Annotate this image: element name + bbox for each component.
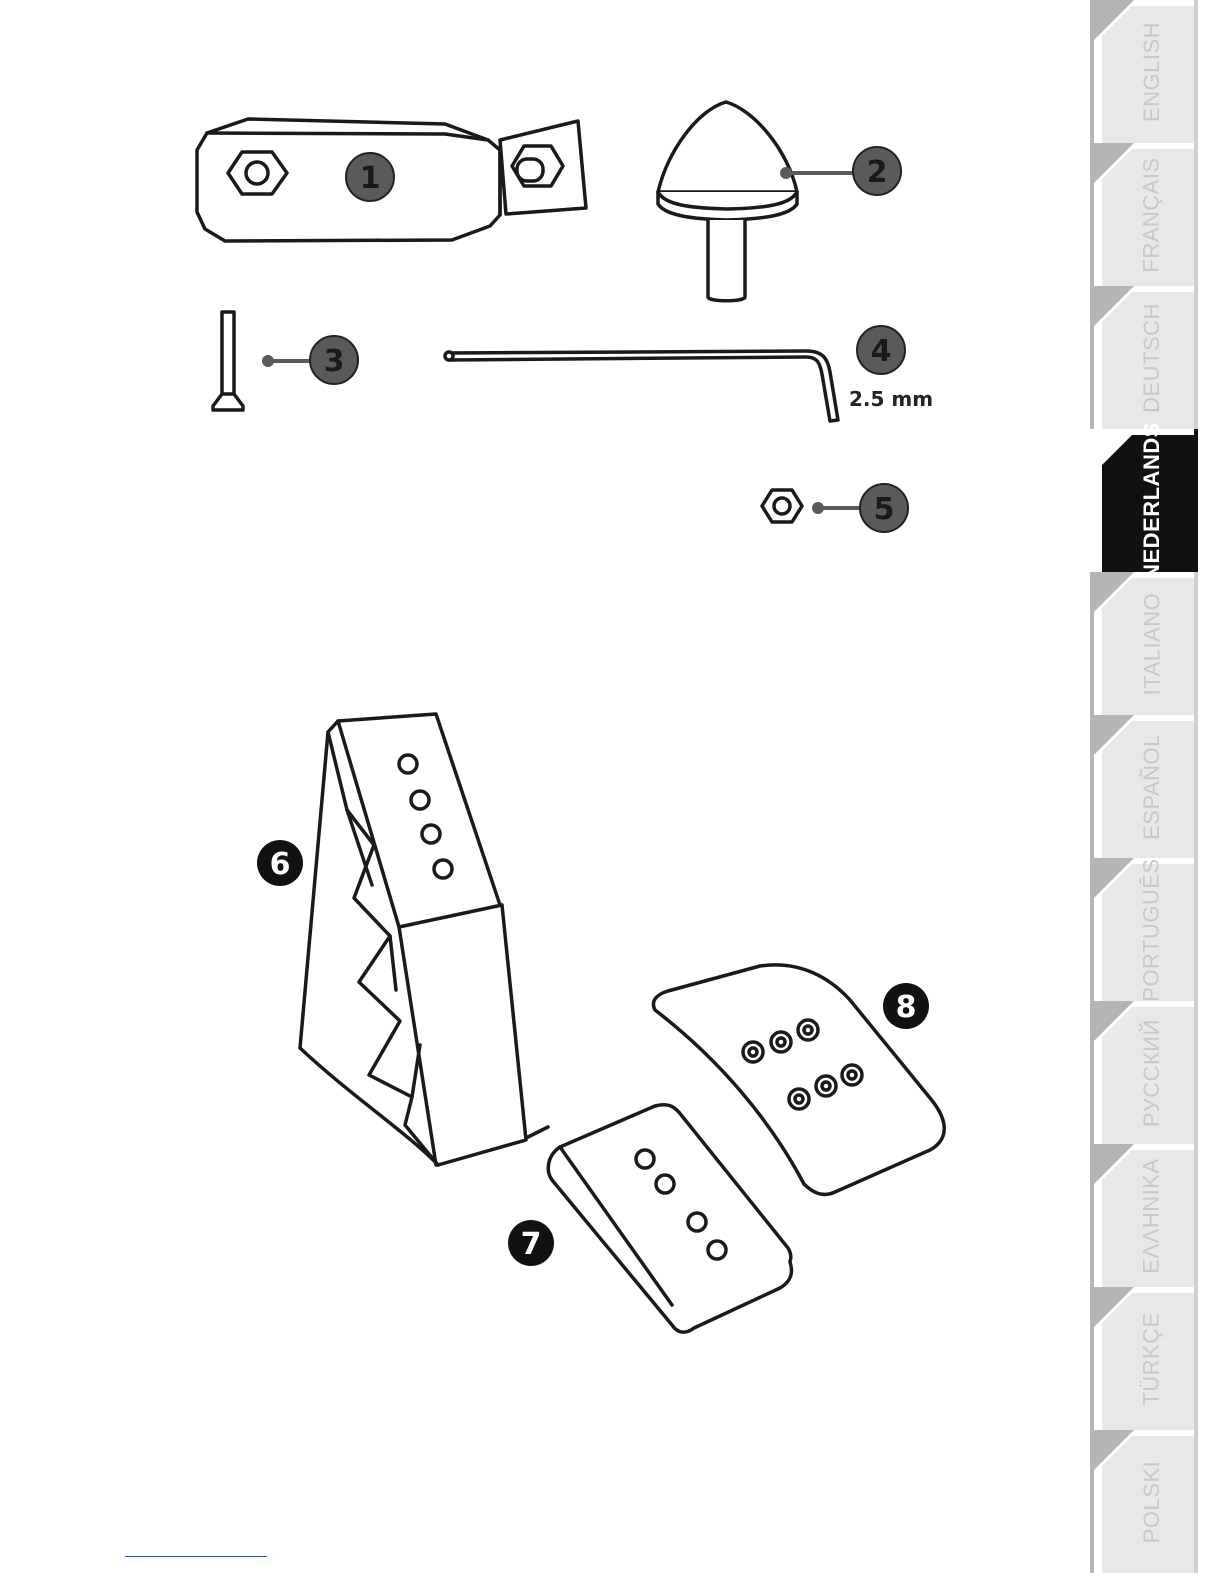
language-tab-label-wrap: TÜRKÇE [1132, 1287, 1172, 1430]
language-tab-label: DEUTSCH [1139, 303, 1165, 413]
language-tab-deutsch[interactable]: DEUTSCH [1086, 286, 1224, 429]
callout-1: 1 [346, 153, 394, 201]
leader-dot-2 [780, 167, 792, 179]
callout-5: 5 [860, 484, 908, 532]
language-tab-label: FRANÇAIS [1139, 157, 1165, 272]
callout-6: 6 [257, 840, 303, 886]
pedal-arm-part [300, 714, 548, 1165]
language-tab-label-wrap: ITALIANO [1132, 572, 1172, 715]
footnote-rule [125, 1556, 267, 1557]
callout-7: 7 [508, 1220, 554, 1266]
callout-7-text: 7 [521, 1227, 542, 1262]
callout-1-text: 1 [360, 161, 381, 196]
language-tab-turkce[interactable]: TÜRKÇE [1086, 1287, 1224, 1430]
callout-2-text: 2 [867, 155, 888, 190]
language-tab-label: ITALIANO [1139, 592, 1165, 695]
cone-knob-part [658, 102, 797, 301]
nut-part [762, 490, 802, 522]
language-tab-label-wrap: РУССКИЙ [1132, 1001, 1172, 1144]
callout-4-text: 4 [871, 334, 892, 369]
language-tab-русскии[interactable]: РУССКИЙ [1086, 1001, 1224, 1144]
language-tab-label: NEDERLANDS [1139, 422, 1165, 580]
callout-8-text: 8 [896, 990, 917, 1025]
language-tab-label: ENGLISH [1139, 21, 1165, 121]
hex-key-size-label: 2.5 mm [849, 387, 933, 411]
small-pedal-plate-part [548, 1105, 791, 1332]
language-tab-label-wrap: ΕΛΛΗΝΙΚΑ [1132, 1144, 1172, 1287]
language-tab-label-wrap: FRANÇAIS [1132, 143, 1172, 286]
leader-dot-3 [262, 355, 274, 367]
language-tab-label-wrap: ENGLISH [1132, 0, 1172, 143]
language-tab-label: ESPAÑOL [1139, 734, 1165, 840]
callout-8: 8 [883, 983, 929, 1029]
language-tab-bar: ENGLISH FRANÇAIS DEUTSCH NEDERLANDS ITALIANO… [1086, 0, 1224, 1584]
language-tab-portugues[interactable]: PORTUGUÊS [1086, 858, 1224, 1001]
callout-3: 3 [310, 336, 358, 384]
language-tab-espanol[interactable]: ESPAÑOL [1086, 715, 1224, 858]
callout-4: 4 [857, 326, 905, 374]
language-tab-polski[interactable]: POLSKI [1086, 1430, 1224, 1573]
leader-dot-5 [812, 502, 824, 514]
language-tab-label-wrap: NEDERLANDS [1132, 429, 1172, 572]
language-tab-label: POLSKI [1139, 1460, 1165, 1542]
screw-part [213, 312, 243, 410]
language-tab-label: TÜRKÇE [1139, 1312, 1165, 1405]
callout-5-text: 5 [874, 492, 895, 527]
language-tab-nederlands[interactable]: NEDERLANDS [1086, 429, 1224, 572]
language-tab-label-wrap: ESPAÑOL [1132, 715, 1172, 858]
language-tab-label-wrap: DEUTSCH [1132, 286, 1172, 429]
language-tab-label: PORTUGUÊS [1139, 858, 1165, 1001]
language-tab-label: РУССКИЙ [1139, 1019, 1165, 1127]
language-tab-label-wrap: PORTUGUÊS [1132, 858, 1172, 1001]
callout-6-text: 6 [270, 847, 291, 882]
callout-3-text: 3 [324, 344, 345, 379]
hex-key-part [445, 351, 838, 421]
language-tab-ελληνικα[interactable]: ΕΛΛΗΝΙΚΑ [1086, 1144, 1224, 1287]
language-tab-label: ΕΛΛΗΝΙΚΑ [1139, 1158, 1165, 1273]
language-tab-italiano[interactable]: ITALIANO [1086, 572, 1224, 715]
language-tab-english[interactable]: ENGLISH [1086, 0, 1224, 143]
callout-2: 2 [853, 147, 901, 195]
language-tab-label-wrap: POLSKI [1132, 1430, 1172, 1573]
language-tab-francais[interactable]: FRANÇAIS [1086, 143, 1224, 286]
